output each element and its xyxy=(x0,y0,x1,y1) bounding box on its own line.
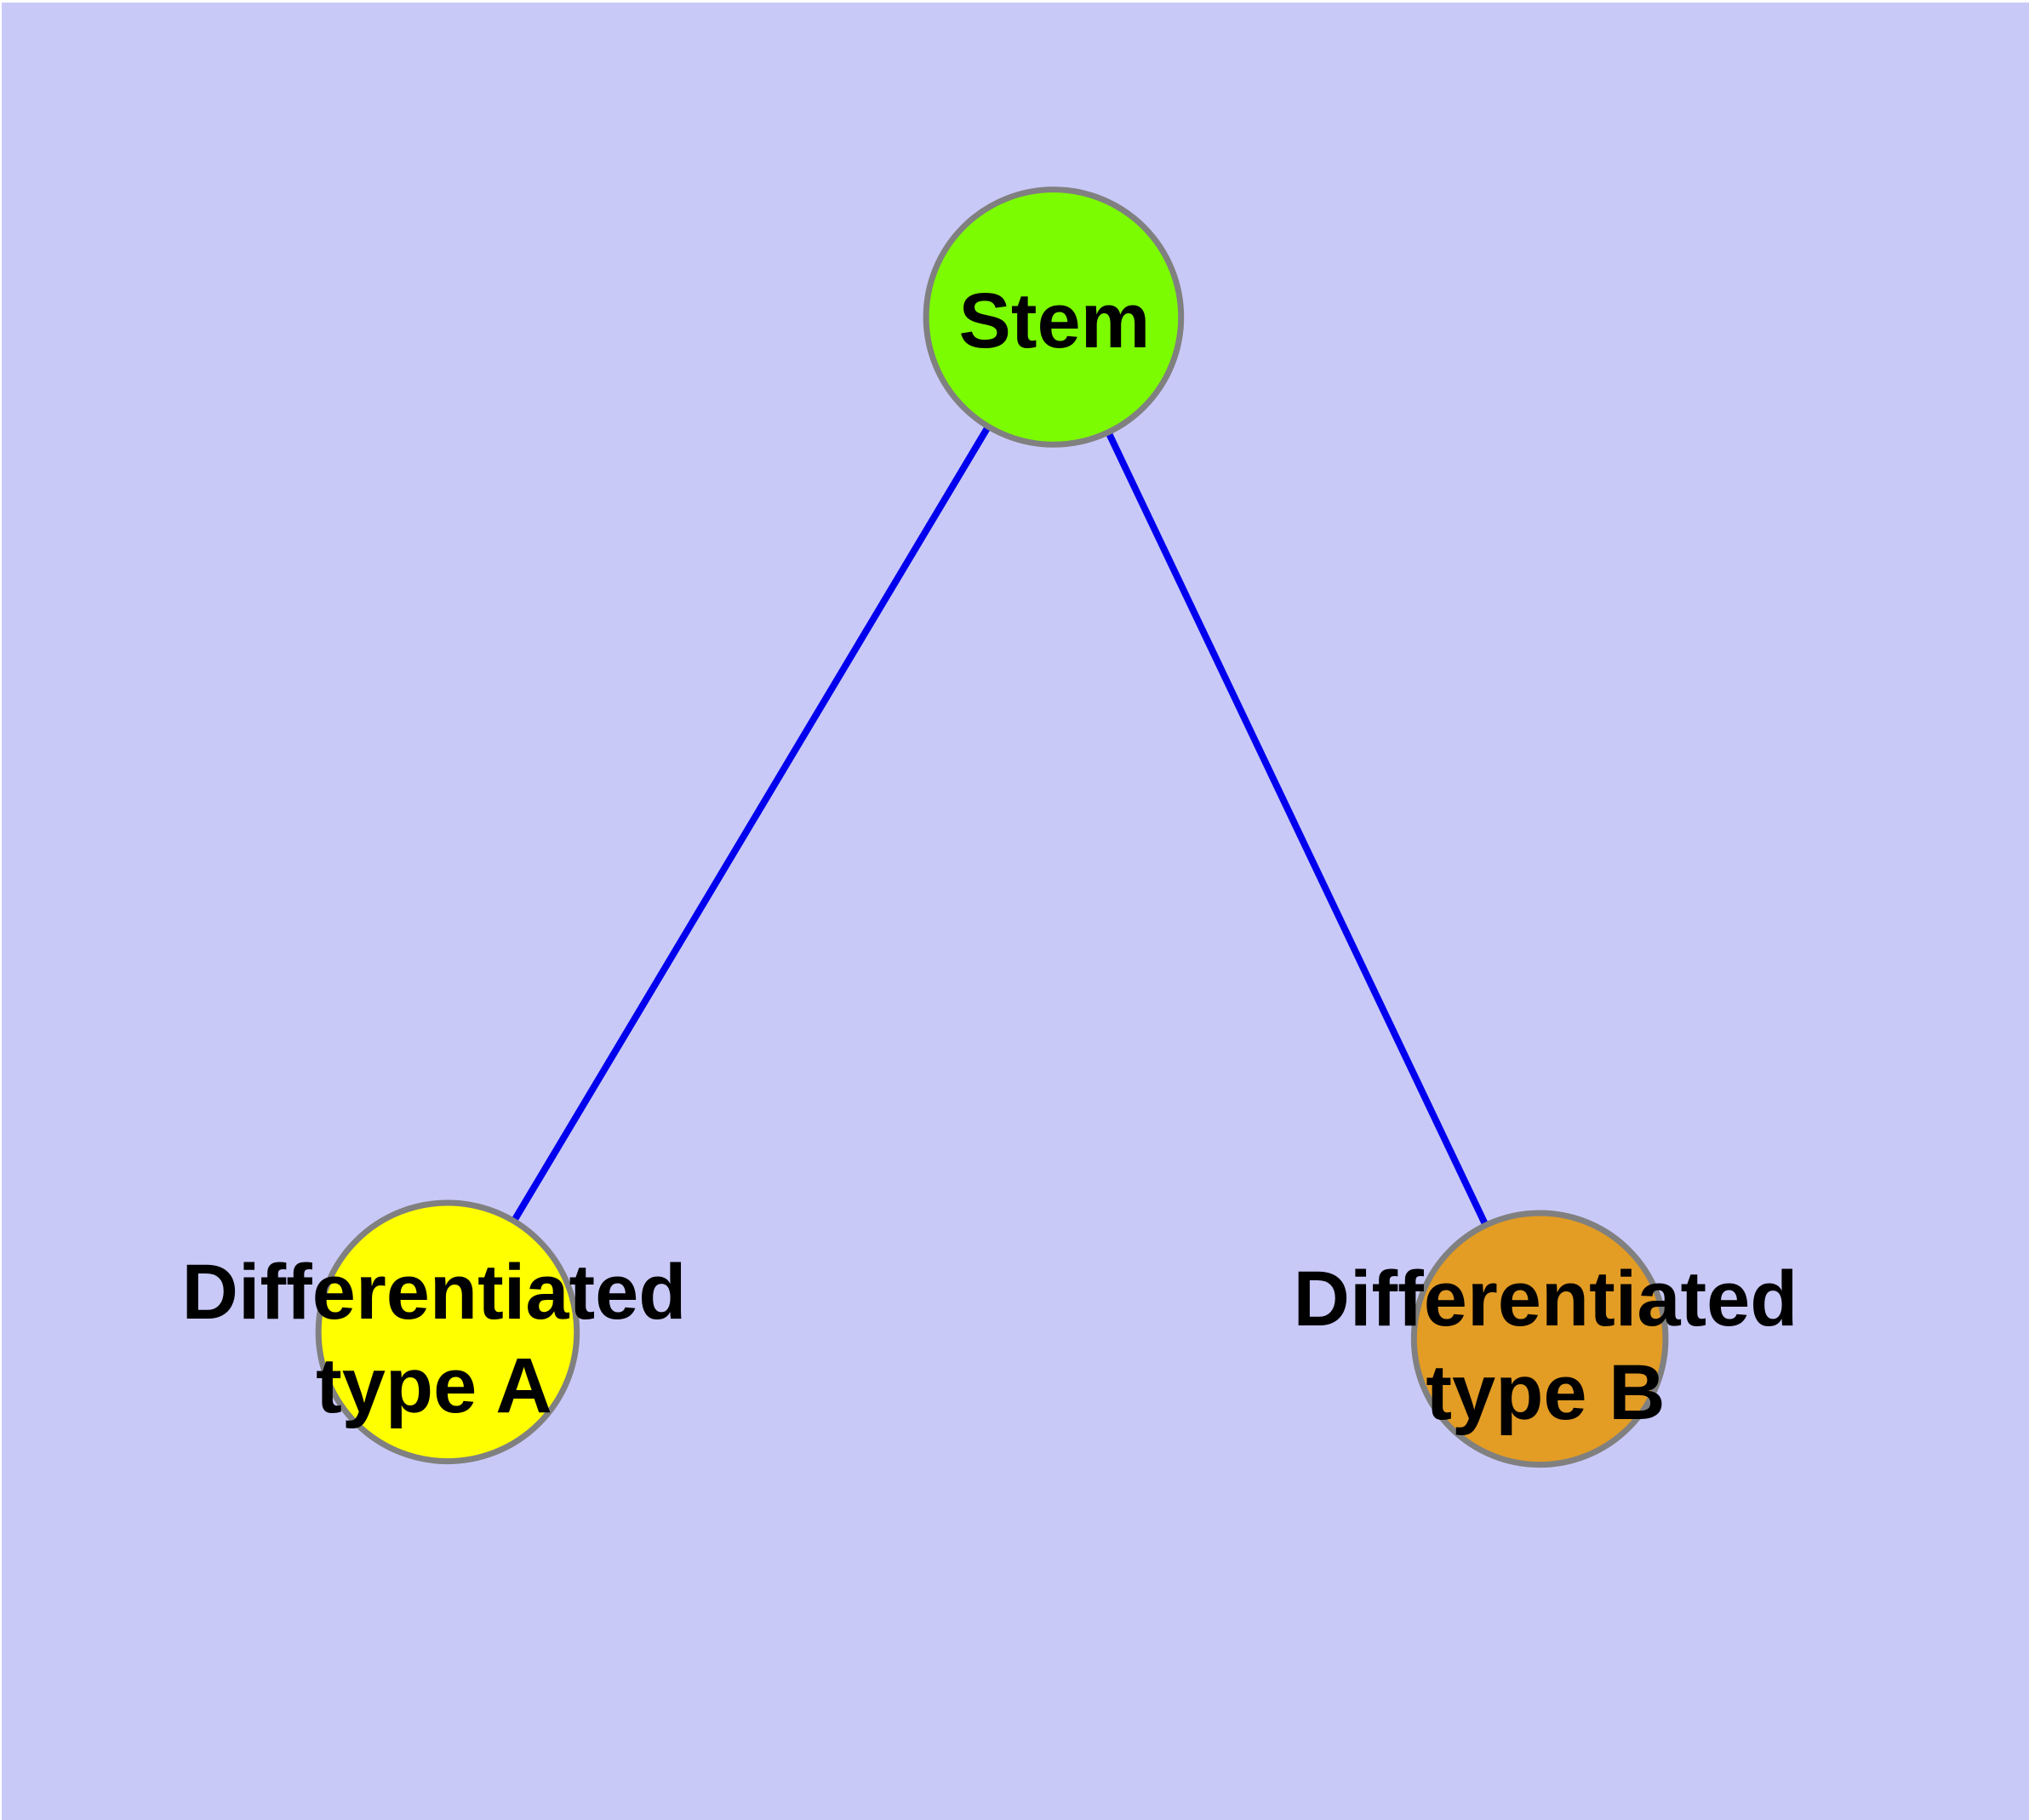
node-differentiated-type-b xyxy=(1410,1210,1669,1468)
node-label-type-b-line-1: Differentiated xyxy=(1293,1256,1798,1342)
node-label-stem: Stem xyxy=(959,274,1151,368)
node-stem xyxy=(923,186,1185,448)
edge-stem-to-type-a xyxy=(444,315,1057,1334)
node-label-type-a-line-1: Differentiated xyxy=(181,1249,687,1336)
node-label-differentiated-type-b: Differentiated type B xyxy=(1294,1252,1798,1439)
edge-stem-to-type-b xyxy=(1050,315,1543,1341)
node-label-stem-line-1: Stem xyxy=(958,278,1151,364)
node-label-type-a-line-2: type A xyxy=(316,1342,552,1429)
node-label-type-b-line-2: type B xyxy=(1426,1349,1666,1436)
node-differentiated-type-a xyxy=(315,1199,580,1465)
node-label-differentiated-type-a: Differentiated type A xyxy=(182,1245,687,1433)
graph-layer xyxy=(315,186,1669,1468)
